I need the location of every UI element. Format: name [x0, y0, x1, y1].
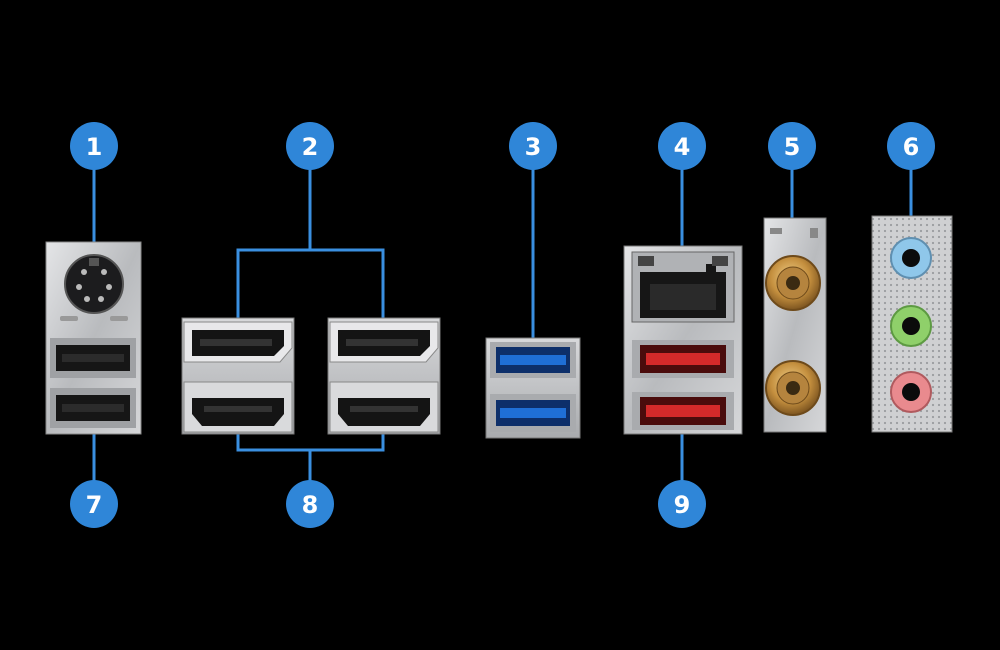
- callout-3: 3: [509, 122, 557, 170]
- callout-6: 6: [887, 122, 935, 170]
- svg-text:7: 7: [86, 491, 103, 519]
- lan-port: [631, 251, 735, 323]
- callout-2: 2: [286, 122, 334, 170]
- lan-usb3-red-stack: [623, 245, 743, 435]
- svg-text:3: 3: [525, 133, 542, 161]
- usb-3-blue-stack: [485, 337, 581, 439]
- callout-8: 8: [286, 480, 334, 528]
- audio-jacks-panel: [871, 215, 953, 433]
- callout-7: 7: [70, 480, 118, 528]
- svg-text:2: 2: [302, 133, 319, 161]
- wifi-antenna-connector-bottom: [765, 360, 821, 416]
- usb-2-port-bottom: [50, 388, 136, 428]
- usb-3-blue-port-bottom: [490, 394, 576, 432]
- displayport-left: [183, 321, 293, 363]
- hdmi-left: [183, 381, 293, 433]
- wifi-antenna-bracket: [763, 217, 827, 433]
- svg-text:4: 4: [674, 133, 691, 161]
- callout-4: 4: [658, 122, 706, 170]
- ps2-port: [64, 254, 124, 314]
- usb-3-red-port-top: [632, 340, 734, 378]
- svg-text:5: 5: [784, 133, 801, 161]
- usb-3-red-port-bottom: [632, 392, 734, 430]
- usb-3-blue-port-top: [490, 342, 576, 378]
- audio-jack-pink: [890, 371, 932, 413]
- svg-text:1: 1: [86, 133, 103, 161]
- display-outputs: [181, 317, 441, 435]
- ps2-usb2-stack: [45, 241, 142, 435]
- callout-9: 9: [658, 480, 706, 528]
- audio-jack-green: [890, 305, 932, 347]
- usb-2-port-top: [50, 338, 136, 378]
- displayport-right: [329, 321, 439, 363]
- audio-jack-blue: [890, 237, 932, 279]
- svg-text:6: 6: [903, 133, 920, 161]
- wifi-antenna-connector-top: [765, 255, 821, 311]
- svg-text:8: 8: [302, 491, 319, 519]
- svg-text:9: 9: [674, 491, 691, 519]
- callout-1: 1: [70, 122, 118, 170]
- hdmi-right: [329, 381, 439, 433]
- callout-5: 5: [768, 122, 816, 170]
